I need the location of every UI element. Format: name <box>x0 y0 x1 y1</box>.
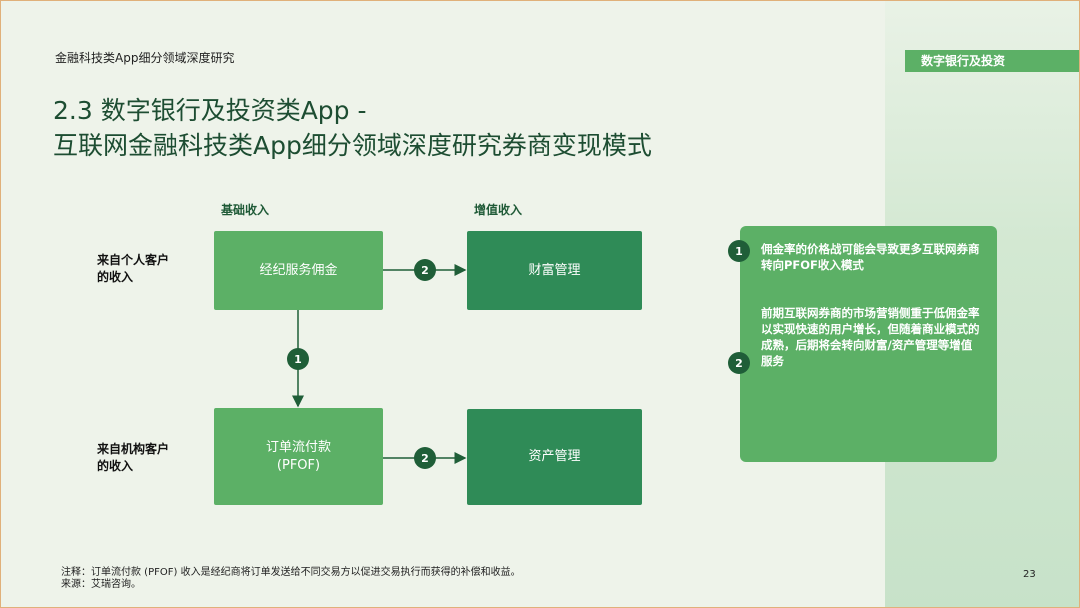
badge-2-bottom: 2 <box>414 447 436 469</box>
badge-1-vertical: 1 <box>287 348 309 370</box>
section-tag: 数字银行及投资 <box>905 50 1079 72</box>
source-text: 来源：艾瑞咨询。 <box>61 579 141 590</box>
footnote: 注释：订单流付款 (PFOF) 收入是经纪商将订单发送给不同交易方以促进交易执行… <box>61 567 521 591</box>
note-1-text: 佣金率的价格战可能会导致更多互联网券商转向PFOF收入模式 <box>761 242 980 272</box>
column-label-basic: 基础收入 <box>221 203 270 217</box>
box-pfof-line2: (PFOF) <box>276 457 321 473</box>
box-pfof: 订单流付款 (PFOF) <box>214 408 383 505</box>
page-title: 2.3 数字银行及投资类App - 互联网金融科技类App细分领域深度研究券商变… <box>53 93 652 163</box>
page-number: 23 <box>1023 569 1036 580</box>
column-label-value-added: 增值收入 <box>474 203 523 217</box>
title-line-1: 2.3 数字银行及投资类App - <box>53 96 367 125</box>
row-label-institution: 来自机构客户 的收入 <box>97 442 170 473</box>
badge-2-top: 2 <box>414 259 436 281</box>
box-asset-management: 资产管理 <box>467 409 642 505</box>
box-brokerage-commission: 经纪服务佣金 <box>214 231 383 310</box>
header-small-title: 金融科技类App细分领域深度研究 <box>55 51 235 65</box>
title-line-2: 互联网金融科技类App细分领域深度研究券商变现模式 <box>53 131 652 160</box>
box-wealth-management: 财富管理 <box>467 231 642 310</box>
notes-panel <box>740 226 997 462</box>
row-label-individual: 来自个人客户 的收入 <box>97 253 170 284</box>
box-pfof-line1: 订单流付款 <box>265 439 331 455</box>
note-badge-1: 1 <box>728 240 750 262</box>
note-2-text: 前期互联网券商的市场营销侧重于低佣金率以实现快速的用户增长，但随着商业模式的成熟… <box>761 306 980 368</box>
note-badge-2: 2 <box>728 352 750 374</box>
footnote-text: 注释：订单流付款 (PFOF) 收入是经纪商将订单发送给不同交易方以促进交易执行… <box>61 567 521 578</box>
